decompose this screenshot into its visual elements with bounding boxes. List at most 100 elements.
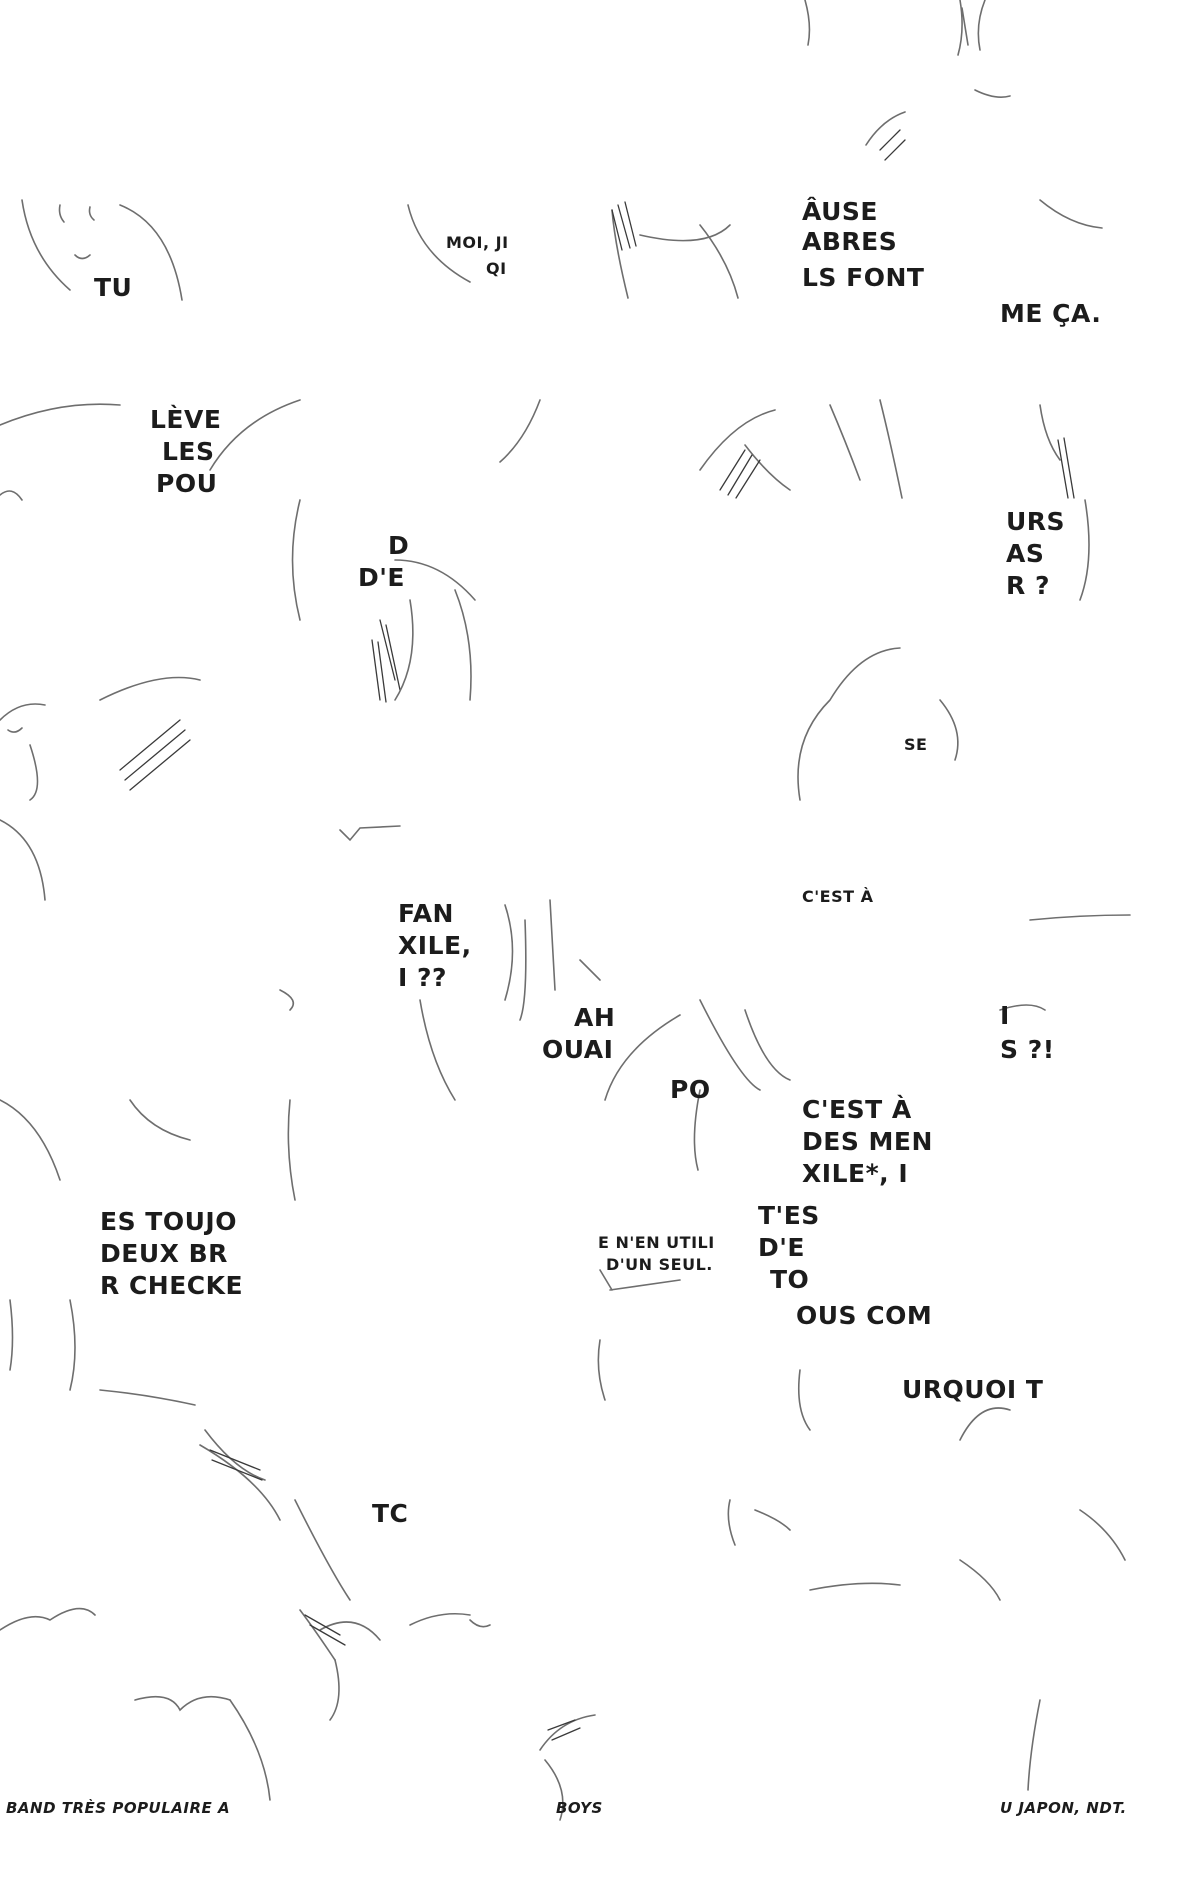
sketch-stroke [804, 0, 811, 46]
sketch-stroke [394, 599, 414, 701]
sketch-stroke [797, 1369, 811, 1431]
sketch-stroke [1039, 199, 1103, 229]
sketch-stroke [129, 1099, 191, 1141]
text-fragment: DES MEN [802, 1127, 933, 1156]
text-fragment: FAN [398, 899, 454, 928]
sketch-stroke [454, 589, 472, 701]
hatching [719, 437, 1075, 499]
sketch-stroke [279, 989, 295, 1011]
sketch-stroke [287, 1099, 296, 1201]
sketch-stroke [229, 1699, 271, 1801]
text-fragment: SE [904, 735, 928, 754]
sketch-stroke [1027, 1699, 1041, 1791]
footnote-fragment: U JAPON, NDT. [1000, 1799, 1127, 1817]
sketch-stroke [291, 499, 301, 621]
text-fragment: D'UN SEUL. [606, 1255, 713, 1274]
sketch-stroke [599, 1269, 613, 1291]
sketch-stroke [7, 727, 23, 733]
sketch-stroke [199, 1444, 281, 1521]
text-fragment: ME ÇA. [1000, 299, 1102, 328]
text-fragment: URS [1006, 507, 1066, 536]
sketch-stroke [407, 204, 471, 283]
text-fragment: XILE, [398, 931, 472, 960]
sketch-stroke [744, 1009, 791, 1081]
sketch-stroke [58, 204, 65, 223]
sketch-stroke [809, 1582, 901, 1591]
sketch-stroke [339, 825, 401, 842]
sketch-stroke [727, 1499, 736, 1546]
text-fragment: POU [156, 469, 218, 498]
hatching [379, 619, 401, 691]
text-fragment: I [1000, 1001, 1010, 1030]
sketch-stroke [693, 1089, 701, 1171]
text-fragment: AH [574, 1003, 616, 1032]
sketch-stroke [957, 0, 963, 56]
hatching [611, 129, 906, 251]
sketch-stroke [797, 647, 901, 801]
sketch-stroke [519, 919, 527, 1021]
sketch-stroke [134, 1695, 231, 1712]
text-fragment: TC [372, 1499, 409, 1528]
sketch-stroke [69, 1299, 76, 1391]
sketch-stroke [549, 899, 556, 991]
sketch-stroke [74, 254, 91, 260]
sketch-stroke [579, 959, 601, 981]
text-fragment: R CHECKE [100, 1271, 244, 1300]
sketch-stroke [829, 404, 861, 481]
sketch-stroke [0, 1099, 61, 1181]
sketch-stroke [699, 224, 739, 299]
sketch-stroke [409, 1612, 471, 1626]
sketch-stroke [99, 676, 201, 701]
sketch-stroke [539, 1714, 596, 1751]
text-fragment: PO [670, 1075, 711, 1104]
text-fragment: C'EST À [802, 887, 874, 906]
sketch-stroke [0, 403, 121, 426]
text-fragment: AS [1006, 539, 1045, 568]
text-fragment: DEUX BR [100, 1239, 228, 1268]
sketch-stroke [329, 1659, 340, 1721]
text-fragment: ÂUSE [802, 197, 878, 226]
sketch-stroke [499, 399, 541, 463]
sketch-stroke [419, 999, 456, 1101]
sketch-stroke [469, 1619, 491, 1628]
text-fragment: OUAI [542, 1035, 614, 1064]
text-fragment: LS FONT [802, 263, 925, 292]
text-fragment: LÈVE [150, 405, 222, 434]
text-fragment: LES [162, 437, 215, 466]
text-fragment: TU [94, 273, 133, 302]
text-fragment: ES TOUJO [100, 1207, 237, 1236]
text-fragment: D [388, 531, 410, 560]
sketch-stroke [597, 1339, 606, 1401]
sketch-stroke [974, 89, 1011, 98]
sketch-stroke [744, 444, 791, 491]
sketch-stroke [699, 409, 776, 471]
text-fragment: OUS COM [796, 1301, 933, 1330]
sketch-stroke [9, 1299, 14, 1371]
sketch-stroke [609, 1279, 681, 1291]
sketch-stroke [0, 819, 46, 901]
sketch-stroke [959, 1559, 1001, 1601]
text-fragment: QI [486, 259, 507, 278]
sketch-stroke [611, 209, 629, 299]
sketch-stroke [394, 559, 476, 601]
sketch-stroke [1079, 1509, 1126, 1561]
sketch-stroke [604, 1014, 681, 1101]
sketch-stroke [21, 199, 71, 291]
text-fragment: XILE*, I [802, 1159, 909, 1188]
sketch-stroke [961, 7, 969, 46]
text-fragment: TO [770, 1265, 810, 1294]
sketch-stroke [879, 399, 903, 499]
text-fragment: MOI, JI [446, 233, 509, 252]
text-fragment: ABRES [802, 227, 898, 256]
sketch-stroke [504, 904, 514, 1001]
sketch-stroke [0, 703, 46, 721]
hatching [304, 1614, 581, 1741]
sketch-stroke [0, 1607, 96, 1631]
sketch-stroke [754, 1509, 791, 1531]
sketch-stroke [1029, 914, 1131, 921]
sketch-stroke [0, 490, 23, 501]
sketch-stroke [319, 1621, 381, 1641]
text-fragment: T'ES [758, 1201, 820, 1230]
sketch-stroke [204, 1429, 266, 1481]
hatching [119, 639, 387, 791]
